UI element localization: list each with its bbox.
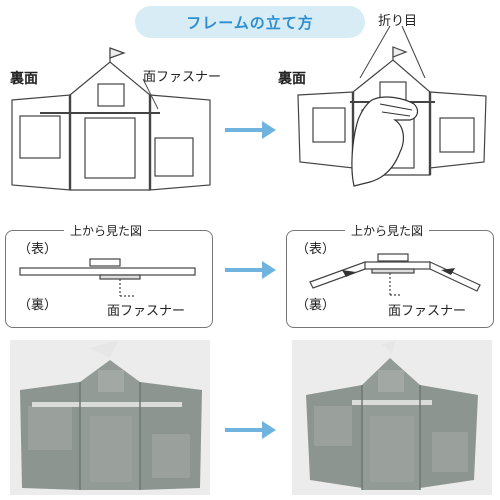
back-label-left: 裏面 — [10, 71, 38, 87]
top-view-title-left: 上から見た図 — [64, 222, 149, 239]
front-label-right: （表） — [296, 242, 336, 257]
photo-frame-flat — [10, 340, 210, 495]
fastener-label-top: 面ファスナー — [143, 70, 222, 85]
front-label-left: （表） — [18, 242, 58, 257]
photo-frame-standing — [292, 340, 492, 495]
top-view-title-right: 上から見た図 — [345, 222, 430, 239]
back-label-right: 裏面 — [278, 71, 306, 87]
fastener-label-right: 面ファスナー — [388, 304, 467, 319]
fold-line-label: 折り目 — [378, 14, 418, 29]
page-title: フレームの立て方 — [135, 6, 365, 38]
back-side-label-left: （裏） — [18, 298, 58, 313]
fastener-label-left: 面ファスナー — [107, 304, 186, 319]
back-side-label-right: （裏） — [296, 298, 336, 313]
